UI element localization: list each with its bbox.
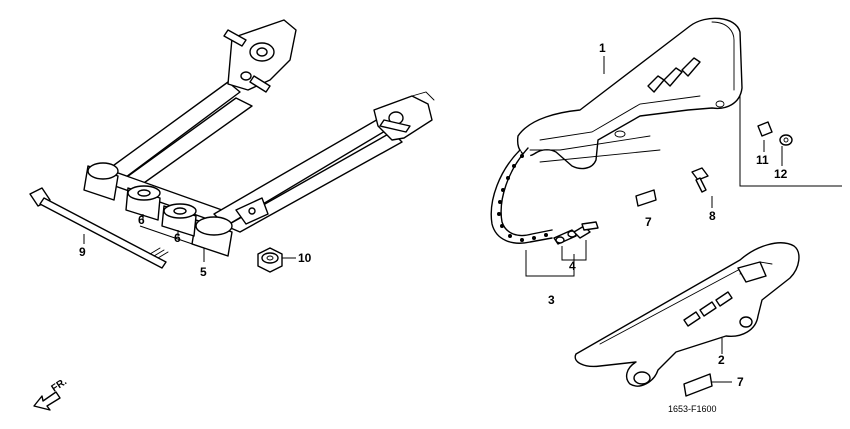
chain-case-upper-icon: [517, 17, 743, 170]
callout-12: 12: [774, 167, 788, 181]
nut-icon: [257, 247, 283, 273]
callout-8: 8: [709, 209, 716, 223]
screw-icon: [691, 121, 793, 193]
bushing-icon: [125, 185, 197, 237]
callout-1: 1: [599, 41, 606, 55]
label-icon: [635, 189, 713, 397]
callout-10: 10: [298, 251, 312, 265]
chain-case-lower-icon: [574, 242, 800, 387]
bracket-line: [739, 96, 842, 187]
callout-11: 11: [756, 153, 769, 167]
callout-3: 3: [548, 293, 555, 307]
front-arrow-icon: FR.: [33, 376, 70, 411]
bolt-icon: [29, 187, 169, 269]
leader-lines: [83, 56, 783, 383]
chain-icon: [490, 135, 661, 244]
callout-9: 9: [79, 245, 86, 259]
chain-joint-icon: [553, 221, 599, 245]
callout-7a: 7: [645, 215, 652, 229]
callout-6b: 6: [174, 231, 181, 245]
callout-6a: 6: [138, 213, 145, 227]
diagram-code: 1653-F1600: [668, 404, 717, 414]
callout-2: 2: [718, 353, 725, 367]
callout-7b: 7: [737, 375, 744, 389]
direction-label: FR.: [50, 376, 70, 394]
callout-4: 4: [569, 259, 576, 273]
swingarm-icon: [83, 19, 435, 257]
callout-5: 5: [200, 265, 207, 279]
